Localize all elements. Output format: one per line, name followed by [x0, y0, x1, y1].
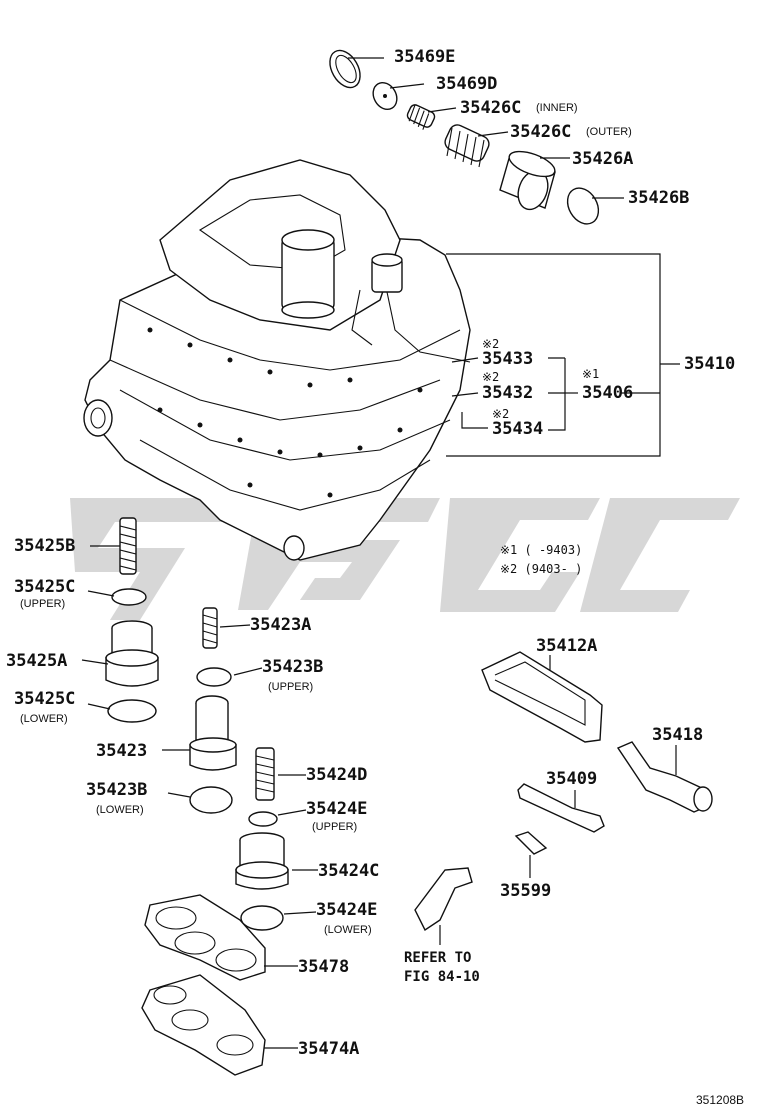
label-35424E-upper: 35424E	[306, 799, 367, 819]
figure-code: 351208B	[696, 1093, 744, 1107]
spring-outer-35426C[interactable]	[442, 122, 491, 168]
o-ring-35425C-lower[interactable]	[107, 699, 157, 723]
mark-35406: ※1	[582, 367, 599, 381]
mark-35432: ※2	[482, 370, 499, 384]
spring-35425B[interactable]	[119, 517, 137, 575]
label-35412A: 35412A	[536, 636, 597, 656]
label-35478: 35478	[298, 957, 349, 977]
label-35426A: 35426A	[572, 149, 633, 169]
sub-35423B-lower: (LOWER)	[96, 804, 144, 816]
o-ring-35423B-lower[interactable]	[189, 786, 233, 814]
label-35423: 35423	[96, 741, 147, 761]
label-35599: 35599	[500, 881, 551, 901]
label-35424C: 35424C	[318, 861, 379, 881]
label-35433: 35433	[482, 349, 533, 369]
label-35423B-upper: 35423B	[262, 657, 323, 677]
label-35426C-outer: 35426C	[510, 122, 571, 142]
snap-ring-35469E[interactable]	[324, 45, 367, 93]
label-35474A: 35474A	[298, 1039, 359, 1059]
sub-35424E-upper: (UPPER)	[312, 821, 357, 833]
o-ring-35426B[interactable]	[561, 183, 604, 230]
label-35406: 35406	[582, 383, 633, 403]
label-35426C-inner: 35426C	[460, 98, 521, 118]
part-labels: 35469E 35469D 35426C (INNER) 35426C (OUT…	[6, 47, 744, 1107]
label-35426B: 35426B	[628, 188, 689, 208]
sub-outer: (OUTER)	[586, 126, 632, 138]
label-35424E-lower: 35424E	[316, 900, 377, 920]
o-ring-35423B-upper[interactable]	[196, 667, 232, 687]
sub-inner: (INNER)	[536, 102, 578, 114]
label-35418: 35418	[652, 725, 703, 745]
label-35434: 35434	[492, 419, 543, 439]
piston-35426A[interactable]	[499, 146, 558, 213]
washer-35469D[interactable]	[368, 78, 401, 113]
o-ring-35424E-lower[interactable]	[240, 905, 284, 931]
sub-35425C-upper: (UPPER)	[20, 598, 65, 610]
valve-body-assembly[interactable]	[83, 159, 471, 561]
accumulator-piston-35425A[interactable]	[105, 620, 159, 687]
solenoid-35418[interactable]	[616, 741, 713, 813]
sub-35425C-lower: (LOWER)	[20, 713, 68, 725]
spring-35424D[interactable]	[255, 747, 275, 801]
spring-inner-35426C[interactable]	[406, 103, 436, 130]
o-ring-35424E-upper[interactable]	[248, 811, 278, 827]
label-35423A: 35423A	[250, 615, 311, 635]
leader-lines	[81, 57, 680, 1049]
plate-35412A[interactable]	[481, 651, 603, 743]
mark-35434: ※2	[492, 407, 509, 421]
refer-line-1: REFER TO	[404, 950, 471, 966]
label-35410: 35410	[684, 354, 735, 374]
o-ring-35425C-upper[interactable]	[111, 588, 147, 606]
mark-35433: ※2	[482, 337, 499, 351]
label-35469E: 35469E	[394, 47, 455, 67]
cover-35474A[interactable]	[141, 974, 266, 1076]
label-35425C-upper: 35425C	[14, 577, 75, 597]
date-note-2: ※2 (9403- )	[500, 562, 582, 576]
sub-35423B-upper: (UPPER)	[268, 681, 313, 693]
label-35409: 35409	[546, 769, 597, 789]
label-35424D: 35424D	[306, 765, 367, 785]
refer-line-2: FIG 84-10	[404, 969, 480, 985]
label-35469D: 35469D	[436, 74, 497, 94]
accumulator-piston-35424C[interactable]	[235, 832, 289, 890]
bracket-ref-84-10[interactable]	[414, 867, 473, 932]
label-35423B-lower: 35423B	[86, 780, 147, 800]
date-note-1: ※1 ( -9403)	[500, 543, 582, 557]
sub-35424E-lower: (LOWER)	[324, 924, 372, 936]
label-35425A: 35425A	[6, 651, 67, 671]
gasket-35478[interactable]	[144, 894, 266, 981]
label-35425C-lower: 35425C	[14, 689, 75, 709]
label-35432: 35432	[482, 383, 533, 403]
label-35425B: 35425B	[14, 536, 75, 556]
clip-35409[interactable]	[517, 783, 605, 833]
watermark-logo	[70, 498, 740, 620]
accumulator-piston-35423[interactable]	[189, 695, 237, 771]
plate-35599[interactable]	[514, 831, 548, 855]
spring-35423A[interactable]	[202, 607, 218, 649]
